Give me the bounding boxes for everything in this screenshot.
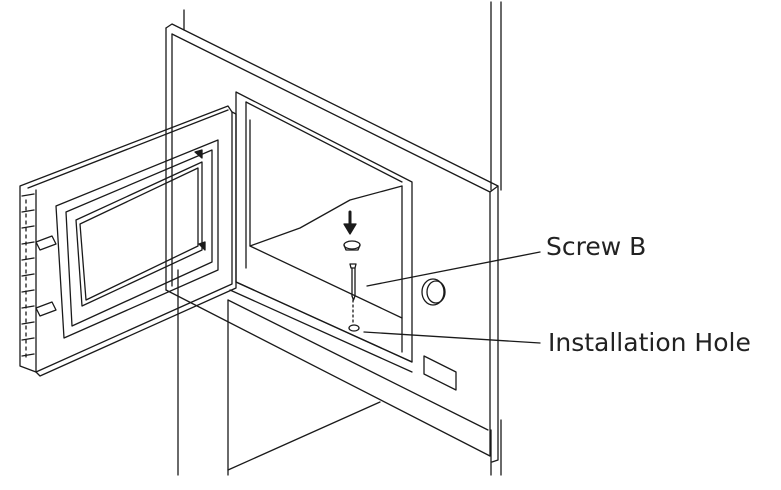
hole-leader-line bbox=[363, 331, 541, 344]
oven-cavity bbox=[229, 91, 413, 373]
screw-b bbox=[343, 210, 361, 323]
installation-hole-label: Installation Hole bbox=[548, 328, 751, 357]
control-knob bbox=[421, 278, 446, 306]
screw-b-label: Screw B bbox=[546, 232, 647, 261]
screw-leader-line bbox=[366, 251, 541, 287]
trim-frame bbox=[165, 23, 499, 463]
door bbox=[19, 105, 237, 377]
installation-hole bbox=[348, 324, 360, 332]
cabinet bbox=[177, 1, 502, 476]
display-window bbox=[423, 355, 457, 391]
